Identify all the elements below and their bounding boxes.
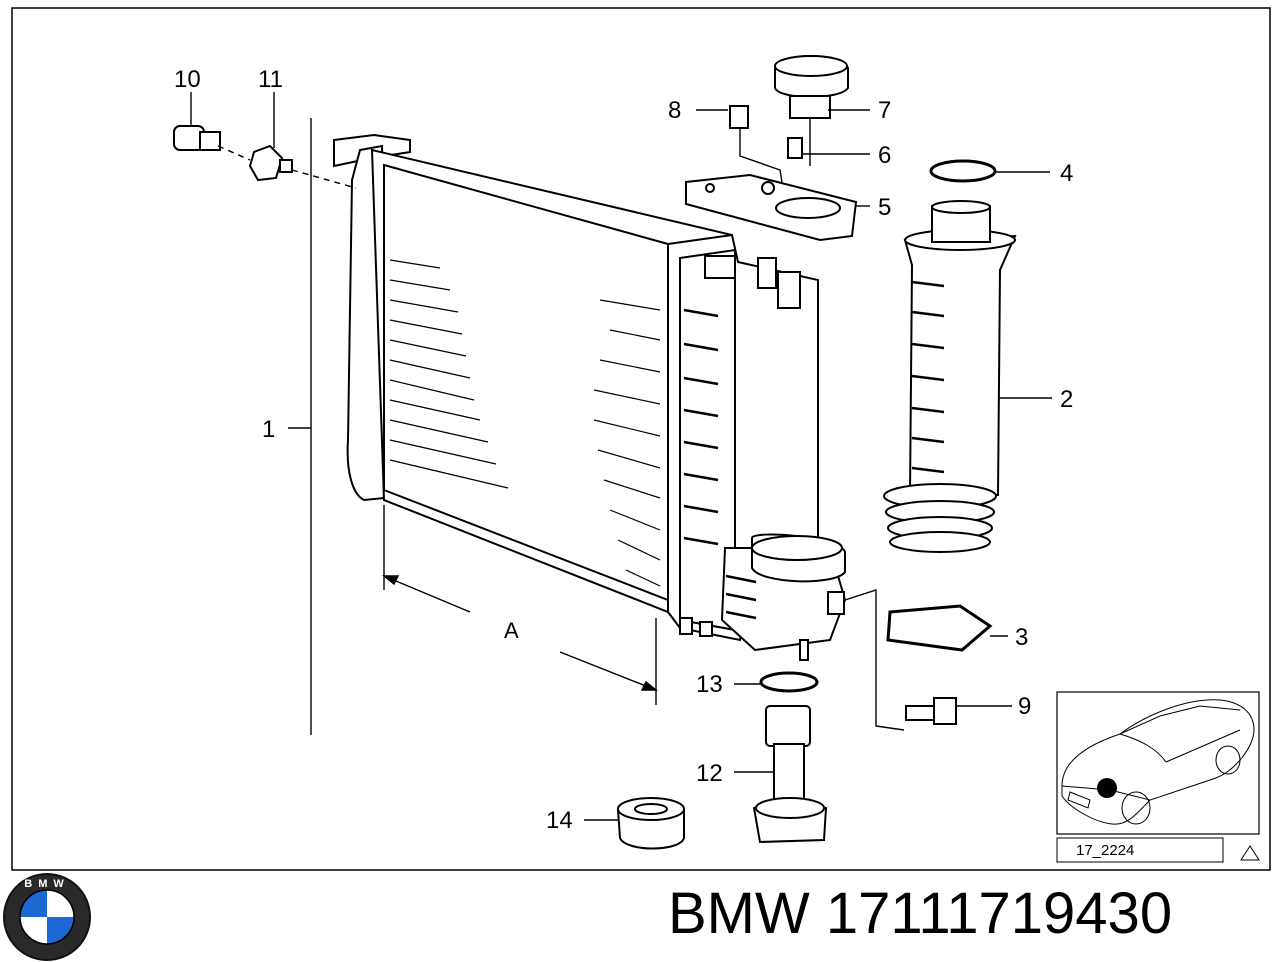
adapter-part <box>752 705 828 844</box>
logo-letters: BMW <box>24 878 70 890</box>
callout-10: 10 <box>174 66 201 93</box>
leader-lines <box>190 92 1052 821</box>
inset-reference: 17_2224 <box>1076 842 1134 859</box>
drain-plug-part <box>905 697 957 725</box>
nut-part <box>616 797 685 850</box>
dimension-label: A <box>504 618 519 643</box>
callout-4: 4 <box>1060 160 1073 187</box>
callout-12: 12 <box>696 760 723 787</box>
callout-9: 9 <box>1018 693 1031 720</box>
bmw-roundel-icon: BMW <box>3 873 91 961</box>
screw-part <box>729 105 803 159</box>
callout-13: 13 <box>696 671 723 698</box>
car-location-inset: 17_2224 <box>1056 691 1260 863</box>
callout-1: 1 <box>262 416 275 443</box>
callout-14: 14 <box>546 807 573 834</box>
expansion-tank-part <box>883 200 1017 553</box>
callout-8: 8 <box>668 97 681 124</box>
callout-11: 11 <box>258 66 283 93</box>
radiator-part <box>333 133 847 661</box>
o-ring-part <box>929 159 997 183</box>
bracket-part <box>685 173 858 242</box>
triangle-icon <box>1240 845 1260 861</box>
location-dot <box>1097 778 1117 798</box>
dimension-a <box>382 505 658 705</box>
car-outline-icon <box>1061 699 1255 825</box>
diagram-frame <box>11 7 1271 871</box>
seal-ring-part <box>759 671 819 693</box>
gasket-part <box>886 604 993 652</box>
cap-part <box>774 55 849 119</box>
callout-2: 2 <box>1060 386 1073 413</box>
callout-5: 5 <box>878 194 891 221</box>
part-number-title: BMW 17111719430 <box>668 881 1173 946</box>
sensor-part <box>173 125 293 182</box>
callout-7: 7 <box>878 97 891 124</box>
callout-3: 3 <box>1015 624 1028 651</box>
callout-6: 6 <box>878 142 891 169</box>
